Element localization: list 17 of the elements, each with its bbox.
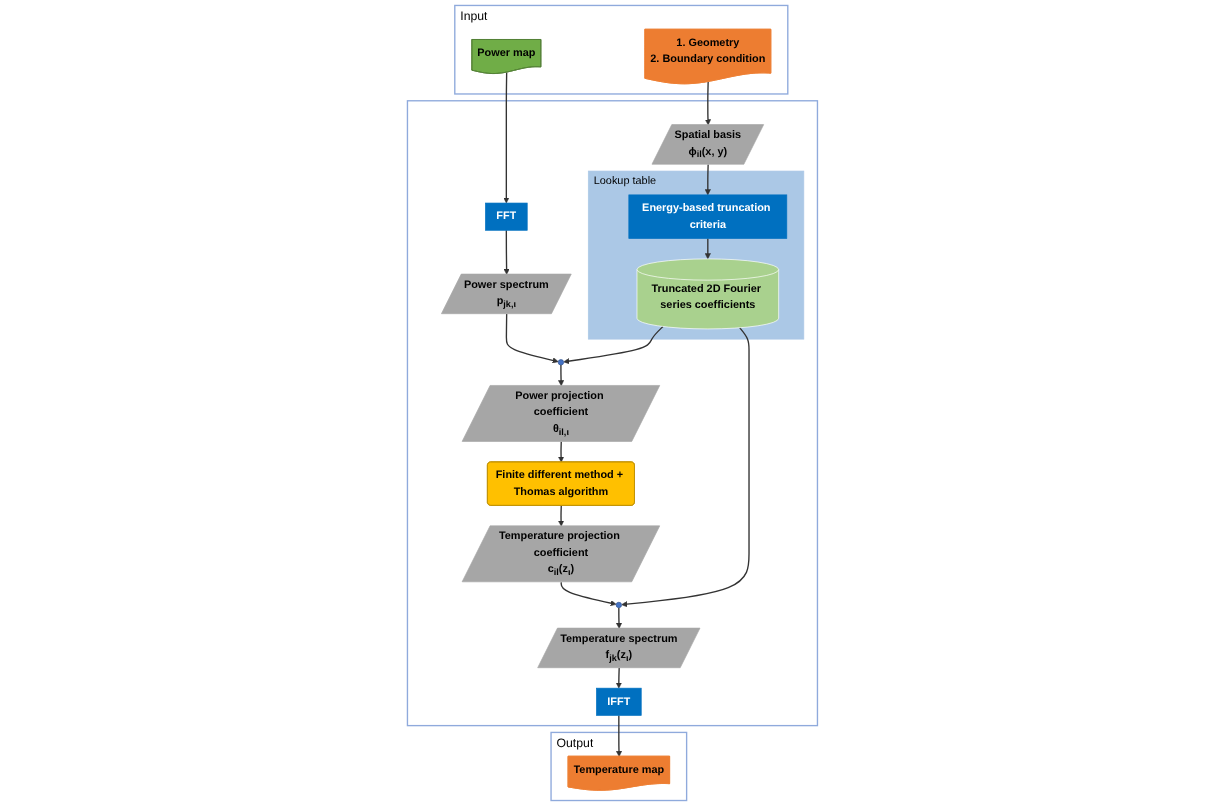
arrow [563,325,665,365]
cluster [407,100,819,727]
arrow [506,313,560,364]
arrow [558,441,565,463]
arrow [705,163,712,196]
arrow [616,714,623,757]
arrow [621,327,751,608]
arrow [616,607,623,629]
arrow [558,505,565,527]
arrow [705,81,712,126]
arrow [503,71,510,204]
arrow [558,364,565,387]
arrow [561,581,617,607]
arrow [616,667,623,689]
node-circle [558,359,565,366]
arrow [504,229,511,275]
node-circle [616,601,623,609]
